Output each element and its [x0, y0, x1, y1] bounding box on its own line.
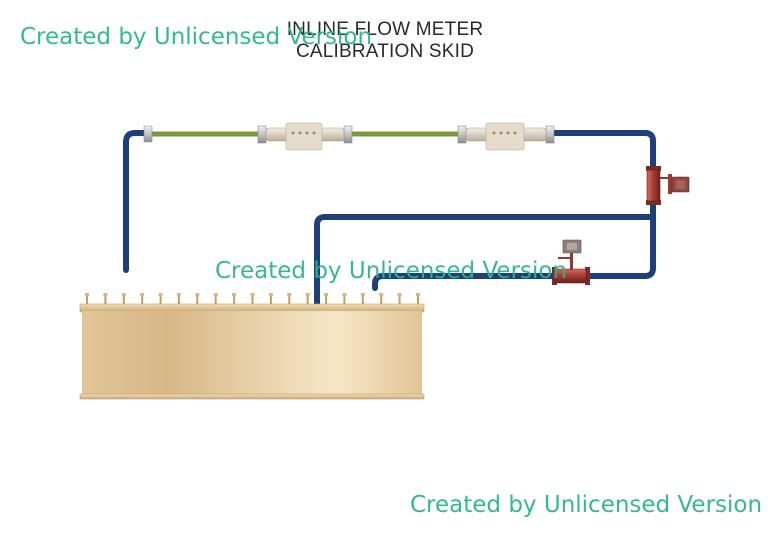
tank-stud	[325, 295, 328, 305]
control-valve-1	[646, 166, 690, 205]
tank-stud	[177, 295, 180, 305]
flange-left	[143, 125, 153, 143]
watermark-middle: Created by Unlicensed Version	[215, 258, 568, 284]
tank-stud-cap	[195, 293, 200, 296]
pipe-top-right	[549, 130, 656, 171]
tank-stud	[398, 295, 401, 305]
tank-stud	[159, 295, 162, 305]
tank-stud	[196, 295, 199, 305]
tank-stud-cap	[397, 293, 402, 296]
tank-stud-cap	[176, 293, 181, 296]
watermark-top: Created by Unlicensed Version	[20, 24, 373, 50]
tank-stud-cap	[287, 293, 292, 296]
tank-stud	[122, 295, 125, 305]
tank-stud-cap	[85, 293, 89, 296]
tank-stud-cap	[121, 293, 126, 296]
pipe-blue	[123, 130, 656, 308]
tank-stud	[306, 295, 309, 305]
tank-stud-cap	[268, 293, 273, 296]
tank-stud	[104, 295, 107, 305]
control-valve-2	[552, 239, 590, 285]
tank-stud	[288, 295, 291, 305]
title-line-1: INLINE FLOW METER	[286, 19, 484, 40]
tank-stud-cap	[324, 293, 329, 296]
tank-stud-cap	[140, 293, 145, 296]
storage-tank	[79, 293, 425, 400]
tank-stud-cap	[342, 293, 347, 296]
tank-stud-cap	[232, 293, 237, 296]
tank-stud-cap	[250, 293, 255, 296]
tank-stud-cap	[379, 293, 384, 296]
tank-stud-cap	[305, 293, 310, 296]
tank-stud	[86, 295, 88, 305]
tank-studs	[85, 293, 420, 305]
tank-stud-cap	[416, 293, 420, 296]
tank-bottom-rim	[79, 393, 425, 400]
tank-stud	[380, 295, 383, 305]
tank-stud-cap	[158, 293, 163, 296]
pipe-mid-return	[314, 214, 656, 308]
tank-stud	[233, 295, 236, 305]
tank-stud-cap	[103, 293, 108, 296]
tank-stud	[361, 295, 364, 305]
tank-stud	[343, 295, 346, 305]
diagram-title: INLINE FLOW METER CALIBRATION SKID	[250, 19, 520, 63]
flow-meter-1	[257, 122, 353, 151]
tank-stud	[269, 295, 272, 305]
tank-stud-cap	[360, 293, 365, 296]
tank-stud	[141, 295, 144, 305]
tank-stud	[417, 295, 419, 305]
tank-stud-cap	[213, 293, 218, 296]
title-line-2: CALIBRATION SKID	[295, 41, 475, 62]
pipe-riser-left	[123, 130, 151, 273]
tank-stud	[214, 295, 217, 305]
tank-top-rim	[79, 303, 425, 313]
flow-meter-2	[457, 122, 555, 151]
pipe-bottom-return	[372, 273, 558, 291]
tank-stud	[251, 295, 254, 305]
pipe-right-drop	[587, 200, 656, 279]
tank-body	[82, 311, 422, 395]
watermark-bottom: Created by Unlicensed Version	[410, 492, 763, 518]
